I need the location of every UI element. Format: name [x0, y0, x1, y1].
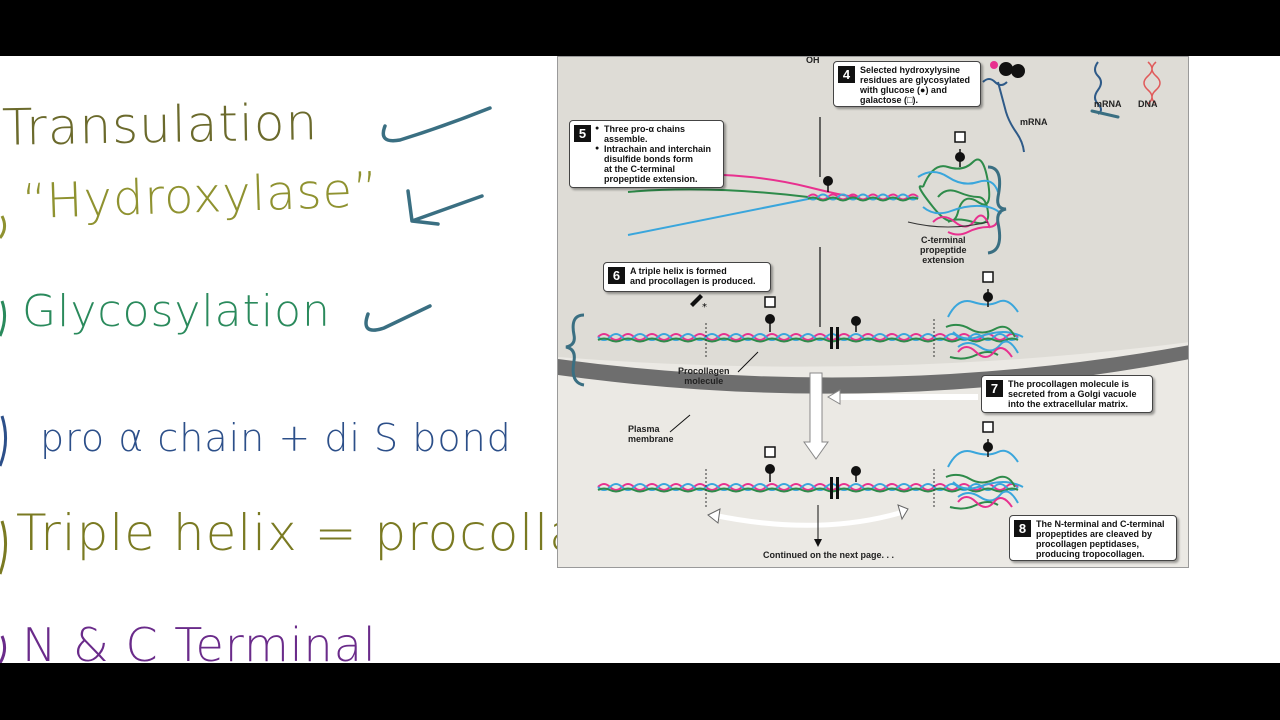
label-oh: OH	[806, 56, 820, 65]
note-n-c-terminal: N & C Terminal	[22, 618, 377, 663]
step-5-callout: 5 Three pro-α chains assemble. Intrachai…	[569, 120, 724, 188]
galactose-icon	[982, 421, 994, 433]
step-8-callout: 8 The N-terminal and C-terminal propepti…	[1009, 515, 1177, 561]
ink-brace	[565, 313, 585, 387]
tropocollagen-helix	[597, 483, 1019, 491]
label-procollagen-molecule: Procollagen molecule	[678, 366, 730, 386]
arrow-icon	[406, 189, 484, 226]
cleavage-arrow	[712, 509, 904, 528]
step-4-callout: 4 Selected hydroxylysine residues are gl…	[833, 61, 981, 107]
label-mrna: mRNA	[1094, 99, 1122, 109]
bullet-paren-icon	[0, 635, 7, 663]
pen-cursor-icon: *	[690, 294, 707, 310]
mrna-strand-icon	[1094, 61, 1102, 115]
bottom-letterbox	[0, 663, 1280, 720]
ink-strokes	[0, 106, 492, 663]
glucose-icon	[765, 464, 775, 474]
whiteboard-canvas[interactable]: Transulation “Hydroxylase” Glycosylation…	[0, 56, 1280, 663]
top-letterbox	[0, 0, 1280, 56]
dna-helix-icon	[1143, 61, 1161, 105]
glucose-icon	[983, 292, 993, 302]
svg-text:*: *	[702, 302, 707, 310]
procollagen-helix	[597, 333, 1019, 341]
galactose-icon	[982, 271, 994, 283]
glucose-icon	[851, 316, 861, 326]
glucose-icon	[851, 466, 861, 476]
mrna-strand-icon	[982, 78, 1025, 153]
note-glycosylation: Glycosylation	[22, 286, 331, 337]
c-terminal-globule	[918, 158, 991, 225]
bullet-paren-icon	[0, 300, 7, 337]
ink-underline	[1090, 109, 1120, 119]
note-pro-alpha-chain: pro α chain + di S bond	[40, 416, 512, 460]
label-c-terminal: C-terminal propeptide extension	[920, 235, 967, 265]
label-continued: Continued on the next page. . .	[763, 550, 895, 560]
glucose-icon	[955, 152, 965, 162]
bullet-paren-icon	[0, 215, 7, 239]
glucose-icon	[765, 314, 775, 324]
secretion-arrow	[803, 372, 829, 460]
bullet-paren-icon	[0, 415, 7, 467]
label-mrna: mRNA	[1020, 117, 1048, 127]
step-7-callout: 7 The procollagen molecule is secreted f…	[981, 375, 1153, 413]
ink-brace	[987, 165, 1007, 255]
glucose-icon	[1011, 64, 1025, 78]
galactose-icon	[764, 296, 776, 308]
glucose-icon	[999, 62, 1013, 76]
glucose-icon	[823, 176, 833, 186]
step-6-callout: 6 A triple helix is formed and procollag…	[603, 262, 771, 292]
check-mark-icon	[364, 304, 432, 332]
label-dna: DNA	[1138, 99, 1158, 109]
galactose-icon	[764, 446, 776, 458]
collagen-synthesis-figure: 4 Selected hydroxylysine residues are gl…	[557, 56, 1189, 568]
bullet-paren-icon	[0, 520, 7, 575]
galactose-icon	[954, 131, 966, 143]
glucose-icon	[983, 442, 993, 452]
green-chain	[627, 188, 809, 198]
label-plasma-membrane: Plasma membrane	[628, 424, 674, 444]
blue-chain	[627, 198, 809, 236]
check-mark-icon	[381, 106, 492, 143]
